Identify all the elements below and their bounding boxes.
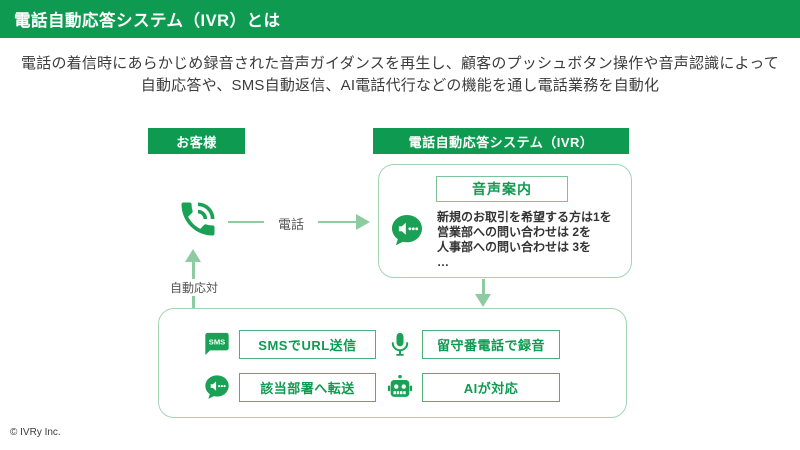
- up-arrow-head-icon: [185, 249, 201, 262]
- call-arrow-head-icon: [356, 214, 370, 230]
- subtitle-line-1: 電話の着信時にあらかじめ録音された音声ガイダンスを再生し、顧客のプッシュボタン操…: [21, 55, 779, 72]
- voice-guide-line: 営業部への問い合わせは 2を: [437, 225, 592, 239]
- header-bar: 電話自動応答システム（IVR）とは: [0, 0, 800, 38]
- megaphone-bubble-icon: [202, 372, 232, 402]
- voice-guide-box: 音声案内 新規のお取引を希望する方は1を 営業部への問い合わせは 2を 人事部へ…: [378, 164, 632, 278]
- feature-label-ai: AIが対応: [422, 372, 560, 402]
- voice-guide-line: 人事部への問い合わせは 3を: [437, 240, 592, 254]
- feature-label-transfer: 該当部署へ転送: [239, 372, 376, 402]
- feature-label-voicemail: 留守番電話で録音: [422, 329, 560, 359]
- subtitle-line-2: 自動応答や、SMS自動返信、AI電話代行などの機能を通し電話業務を自動化: [140, 77, 660, 95]
- customer-badge: お客様: [148, 128, 245, 154]
- svg-text:SMS: SMS: [209, 338, 225, 347]
- voice-guide-line: …: [437, 255, 449, 269]
- feature-label-sms: SMSでURL送信: [239, 329, 376, 359]
- robot-icon: [385, 372, 415, 402]
- microphone-icon: [385, 329, 415, 359]
- down-arrow-head-icon: [475, 294, 491, 307]
- call-arrow-shaft: [318, 221, 356, 223]
- feature-transfer: 該当部署へ転送: [202, 372, 376, 402]
- feature-sms: SMS SMSでURL送信: [202, 329, 376, 359]
- ringing-phone-icon: [176, 197, 220, 241]
- ivr-system-badge: 電話自動応答システム（IVR）: [373, 128, 629, 154]
- down-arrow-shaft: [482, 279, 485, 296]
- voice-bubble-icon: [389, 212, 425, 248]
- page-title: 電話自動応答システム（IVR）とは: [14, 12, 281, 30]
- subtitle: 電話の着信時にあらかじめ録音された音声ガイダンスを再生し、顧客のプッシュボタン操…: [0, 53, 800, 97]
- voice-guide-line: 新規のお取引を希望する方は1を: [437, 210, 612, 224]
- voice-guide-script: 新規のお取引を希望する方は1を 営業部への問い合わせは 2を 人事部への問い合わ…: [437, 210, 612, 270]
- feature-voicemail: 留守番電話で録音: [385, 329, 560, 359]
- feature-ai: AIが対応: [385, 372, 560, 402]
- copyright: © IVRy Inc.: [10, 427, 61, 438]
- call-connector-line: [228, 221, 264, 223]
- call-arrow-label: 電話: [277, 217, 304, 232]
- sms-icon: SMS: [202, 329, 232, 359]
- auto-answer-label: 自動応対: [164, 279, 224, 296]
- features-box: SMS SMSでURL送信 留守番電話で録音: [158, 308, 627, 418]
- voice-guide-title: 音声案内: [436, 176, 568, 202]
